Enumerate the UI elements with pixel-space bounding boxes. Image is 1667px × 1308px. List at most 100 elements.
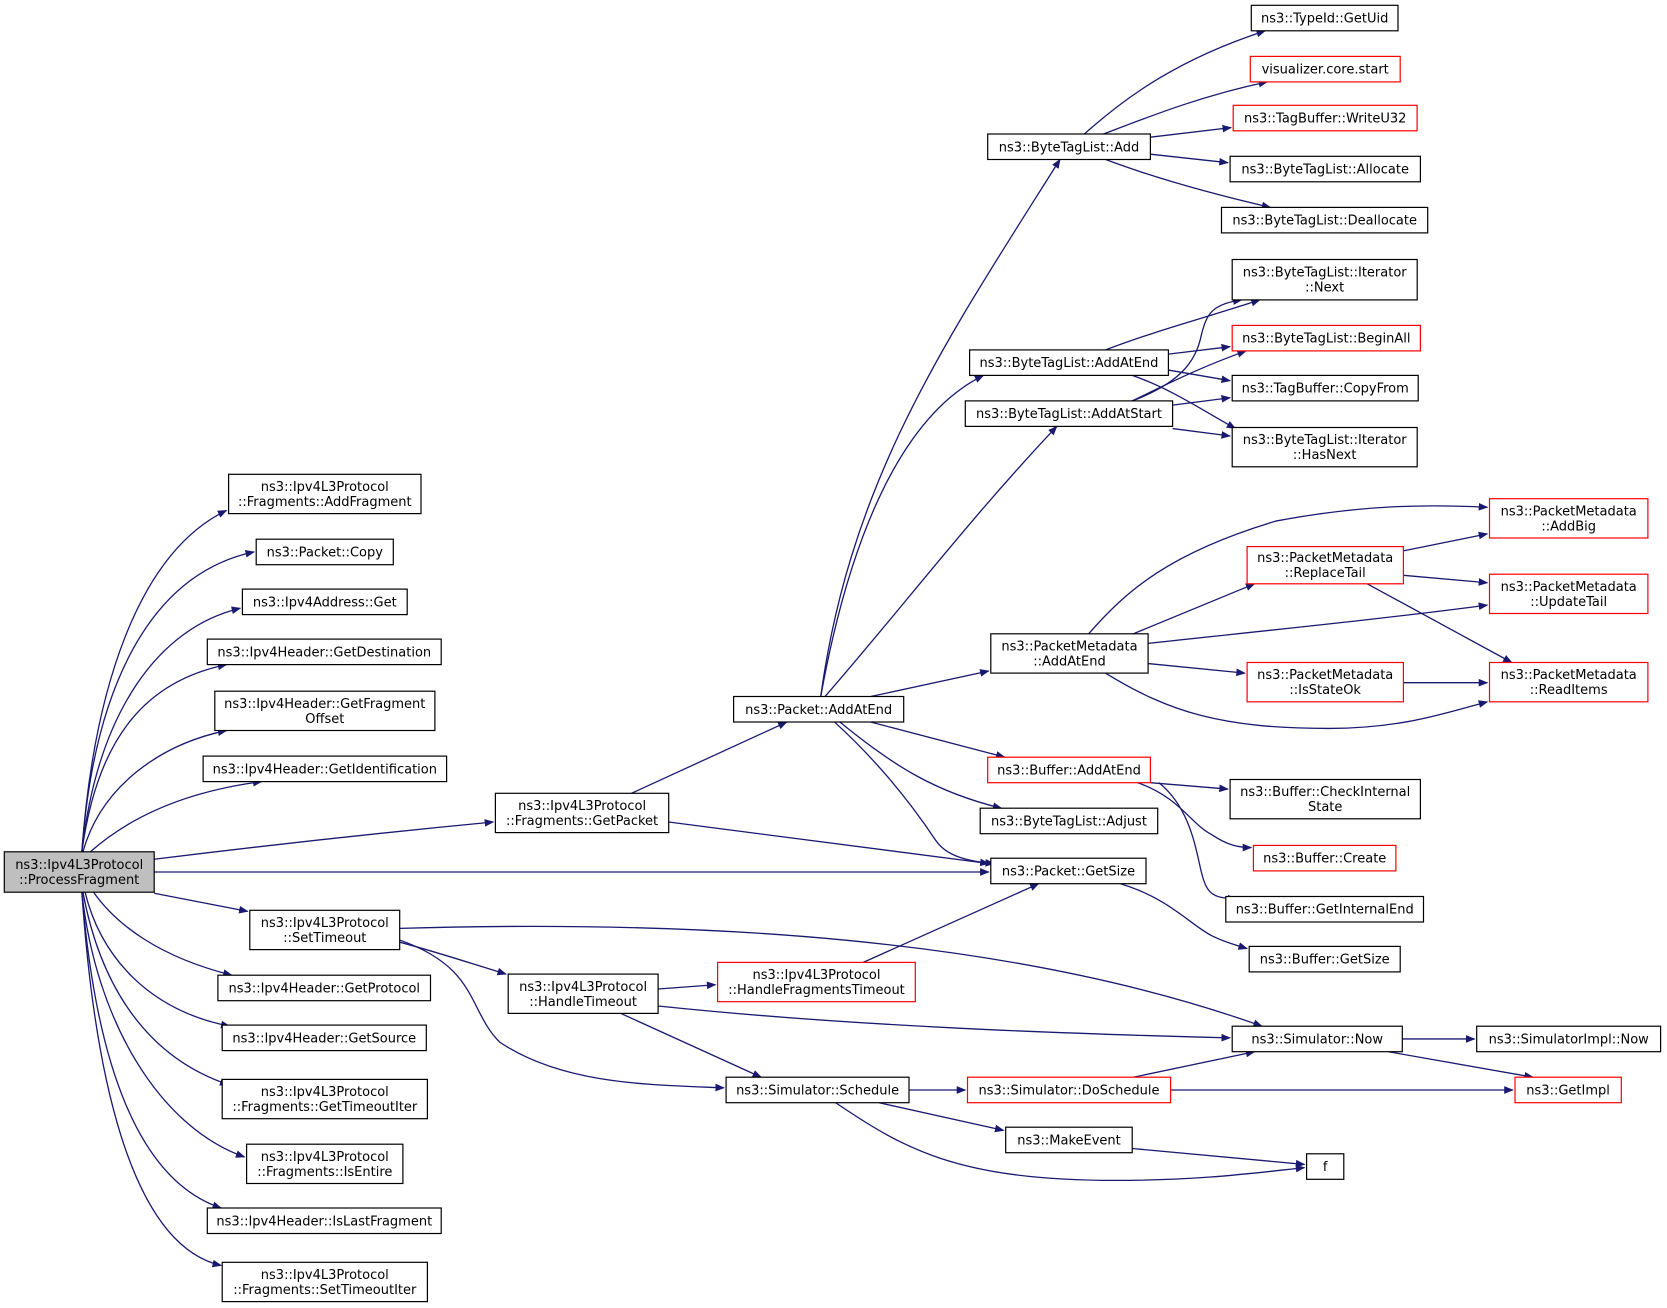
edge-pm_replace_tail-to-pm_add_big <box>1403 531 1489 551</box>
node-box <box>3 851 155 893</box>
node-pm_add_big[interactable]: ns3::PacketMetadata::AddBig <box>1488 498 1649 539</box>
node-label: ns3::PacketMetadata <box>1501 504 1637 519</box>
node-tagbuffer_copy_from[interactable]: ns3::TagBuffer::CopyFrom <box>1231 374 1419 402</box>
node-label: ns3::ByteTagList::Add <box>999 140 1139 155</box>
node-label: ::ReadItems <box>1530 683 1608 698</box>
node-tagbuffer_write_u32[interactable]: ns3::TagBuffer::WriteU32 <box>1232 104 1418 132</box>
edge-process_fragment-to-get_timeout_iter <box>83 892 230 1086</box>
edge-btl_add-to-tagbuffer_write_u32 <box>1150 124 1233 138</box>
node-buffer_create[interactable]: ns3::Buffer::Create <box>1252 844 1397 872</box>
node-label: ns3::GetImpl <box>1526 1084 1610 1099</box>
node-box <box>716 961 916 1003</box>
node-box <box>217 974 432 1002</box>
node-label: ::Fragments::GetTimeoutIter <box>232 1100 418 1115</box>
node-btl_add_at_start[interactable]: ns3::ByteTagList::AddAtStart <box>964 400 1174 427</box>
edge-process_fragment-to-get_source <box>85 892 231 1029</box>
node-label: ::Fragments::SetTimeoutIter <box>233 1283 417 1298</box>
node-btl_begin_all[interactable]: ns3::ByteTagList::BeginAll <box>1231 324 1421 352</box>
node-box <box>725 1076 910 1104</box>
node-buffer_add_at_end[interactable]: ns3::Buffer::AddAtEnd <box>987 756 1152 784</box>
node-visualizer_core_start[interactable]: visualizer.core.start <box>1249 55 1401 83</box>
node-pm_read_items[interactable]: ns3::PacketMetadata::ReadItems <box>1488 661 1649 703</box>
node-simulator_now[interactable]: ns3::Simulator::Now <box>1231 1025 1403 1053</box>
node-label: ::IsStateOk <box>1289 683 1361 698</box>
node-box <box>206 638 442 666</box>
node-simulatorimpl_now[interactable]: ns3::SimulatorImpl::Now <box>1476 1025 1662 1053</box>
edge-handle_timeout-to-handle_fragments_timeout <box>658 981 717 989</box>
node-is_last_fragment[interactable]: ns3::Ipv4Header::IsLastFragment <box>206 1207 442 1235</box>
node-box <box>241 588 408 616</box>
node-label: ::ReplaceTail <box>1285 566 1366 581</box>
node-box <box>987 133 1152 161</box>
node-box <box>990 857 1147 885</box>
node-label: ns3::Ipv4L3Protocol <box>261 1150 389 1165</box>
node-label: ::SetTimeout <box>283 931 366 946</box>
node-btl_deallocate[interactable]: ns3::ByteTagList::Deallocate <box>1220 206 1429 234</box>
node-box <box>1476 1025 1662 1053</box>
node-btl_adjust[interactable]: ns3::ByteTagList::Adjust <box>979 807 1159 835</box>
node-btl_iter_next[interactable]: ns3::ByteTagList::Iterator::Next <box>1231 258 1418 301</box>
node-packet_add_at_end[interactable]: ns3::Packet::AddAtEnd <box>732 695 905 723</box>
node-label: ns3::Buffer::GetInternalEnd <box>1236 903 1414 918</box>
edge-layer <box>82 29 1534 1268</box>
node-set_timeout_iter[interactable]: ns3::Ipv4L3Protocol::Fragments::SetTimeo… <box>221 1261 428 1303</box>
node-box <box>221 1078 428 1120</box>
node-label: ns3::Packet::Copy <box>267 545 384 560</box>
edge-btl_add_at_end-to-btl_begin_all <box>1168 343 1232 354</box>
node-pm_replace_tail[interactable]: ns3::PacketMetadata::ReplaceTail <box>1246 545 1404 585</box>
node-box <box>1231 426 1418 468</box>
node-label: ns3::ByteTagList::AddAtEnd <box>980 356 1159 371</box>
node-simulator_schedule[interactable]: ns3::Simulator::Schedule <box>725 1076 910 1104</box>
node-handle_fragments_timeout[interactable]: ns3::Ipv4L3Protocol::HandleFragmentsTime… <box>716 961 916 1003</box>
node-packet_copy[interactable]: ns3::Packet::Copy <box>255 538 394 566</box>
edge-buffer_add_at_end-to-buffer_create <box>1138 783 1253 852</box>
node-f[interactable]: f <box>1305 1153 1345 1180</box>
node-btl_iter_has_next[interactable]: ns3::ByteTagList::Iterator::HasNext <box>1231 426 1418 468</box>
node-pm_is_state_ok[interactable]: ns3::PacketMetadata::IsStateOk <box>1246 661 1404 703</box>
node-btl_allocate[interactable]: ns3::ByteTagList::Allocate <box>1229 155 1421 183</box>
edge-handle_timeout-to-simulator_now <box>658 1006 1232 1042</box>
node-simulator_do_schedule[interactable]: ns3::Simulator::DoSchedule <box>966 1076 1172 1104</box>
node-label: ns3::PacketMetadata <box>1257 668 1393 683</box>
node-process_fragment[interactable]: ns3::Ipv4L3Protocol::ProcessFragment <box>3 851 155 893</box>
edge-process_fragment-to-set_timeout_iter <box>82 892 223 1268</box>
node-label: ::Fragments::AddFragment <box>238 495 412 510</box>
node-set_timeout[interactable]: ns3::Ipv4L3Protocol::SetTimeout <box>249 909 401 951</box>
node-buffer_get_size[interactable]: ns3::Buffer::GetSize <box>1248 945 1401 973</box>
node-fragments_get_packet[interactable]: ns3::Ipv4L3Protocol::Fragments::GetPacke… <box>494 792 670 834</box>
node-pm_update_tail[interactable]: ns3::PacketMetadata::UpdateTail <box>1488 573 1649 615</box>
node-packet_get_size[interactable]: ns3::Packet::GetSize <box>990 857 1147 885</box>
node-is_entire[interactable]: ns3::Ipv4L3Protocol::Fragments::IsEntire <box>246 1143 404 1185</box>
node-get_protocol[interactable]: ns3::Ipv4Header::GetProtocol <box>217 974 432 1002</box>
node-box <box>1232 104 1418 132</box>
node-ipv4address_get[interactable]: ns3::Ipv4Address::Get <box>241 588 408 616</box>
node-get_identification[interactable]: ns3::Ipv4Header::GetIdentification <box>202 755 448 783</box>
node-get_impl[interactable]: ns3::GetImpl <box>1514 1076 1622 1104</box>
node-label: ::ProcessFragment <box>19 873 139 888</box>
node-label: ns3::Ipv4Header::GetDestination <box>217 645 431 660</box>
node-get_source[interactable]: ns3::Ipv4Header::GetSource <box>221 1024 427 1052</box>
node-buffer_get_internal_end[interactable]: ns3::Buffer::GetInternalEnd <box>1225 895 1425 923</box>
node-add_fragment[interactable]: ns3::Ipv4L3Protocol::Fragments::AddFragm… <box>228 473 422 515</box>
node-btl_add[interactable]: ns3::ByteTagList::Add <box>987 133 1152 161</box>
edge-handle_timeout-to-simulator_schedule <box>621 1013 763 1077</box>
node-pm_add_at_end[interactable]: ns3::PacketMetadata::AddAtEnd <box>990 633 1149 674</box>
node-typeid_get_uid[interactable]: ns3::TypeId::GetUid <box>1250 4 1399 32</box>
node-handle_timeout[interactable]: ns3::Ipv4L3Protocol::HandleTimeout <box>507 973 659 1014</box>
node-box <box>494 792 670 834</box>
node-box <box>1220 206 1429 234</box>
node-label: ns3::Ipv4L3Protocol <box>261 1085 389 1100</box>
node-label: ns3::PacketMetadata <box>1001 640 1137 655</box>
edge-btl_add_at_end-to-btl_iter_has_next <box>1132 375 1237 428</box>
node-label: ns3::ByteTagList::Iterator <box>1243 266 1408 281</box>
node-make_event[interactable]: ns3::MakeEvent <box>1005 1126 1133 1154</box>
node-btl_add_at_end[interactable]: ns3::ByteTagList::AddAtEnd <box>968 349 1169 376</box>
node-get_timeout_iter[interactable]: ns3::Ipv4L3Protocol::Fragments::GetTimeo… <box>221 1078 428 1120</box>
node-box <box>990 633 1149 674</box>
node-box <box>964 400 1174 427</box>
node-get_destination[interactable]: ns3::Ipv4Header::GetDestination <box>206 638 442 666</box>
node-label: State <box>1308 800 1342 815</box>
node-label: ns3::TypeId::GetUid <box>1261 12 1388 27</box>
